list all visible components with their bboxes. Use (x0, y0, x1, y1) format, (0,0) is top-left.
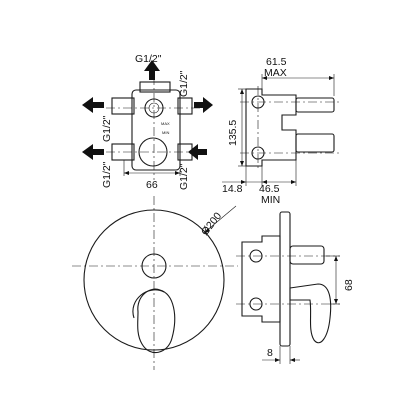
label-left-lower-port: G1/2" (101, 161, 113, 188)
arrow-up-icon (144, 60, 160, 80)
dim-bottom (222, 160, 297, 186)
diameter-arrow (203, 228, 210, 234)
dim-depth-max-value: 61.5 (266, 56, 287, 68)
dim-width (123, 160, 181, 176)
dim-offset-value: 14.8 (222, 183, 243, 195)
assembly-lever (289, 283, 332, 344)
dim-spacing-value: 68 (343, 279, 355, 291)
label-right-bottom-port: G1/2" (178, 163, 190, 190)
dim-depth-max (261, 74, 335, 96)
right-pipe-upper (177, 97, 193, 115)
label-left-upper-port: G1/2" (101, 115, 113, 142)
dim-spacing (326, 255, 340, 305)
dim-plate-thickness (262, 346, 300, 364)
label-top-port: G1/2" (135, 53, 162, 65)
arrow-right-lower-icon (188, 144, 207, 160)
dim-plate-thickness-value: 8 (267, 347, 273, 359)
assembly-knob (289, 245, 325, 265)
dim-depth-min-label: MIN (261, 194, 280, 206)
cartridge-circle (138, 137, 168, 167)
lever-handle-edge (132, 289, 165, 319)
lever-handle (137, 288, 176, 354)
left-pipe-upper (111, 97, 135, 115)
valve-top-stub (139, 81, 171, 93)
assembly-view: 68 8 (236, 211, 355, 364)
side-lower-spindle (295, 133, 335, 153)
arrow-left-upper-icon (82, 97, 104, 113)
side-body (245, 88, 297, 167)
assembly-body (241, 235, 281, 323)
label-right-top-port: G1/2" (178, 70, 190, 97)
dim-width-value: 66 (146, 179, 158, 191)
plate-view: Ø200 (72, 196, 238, 370)
dim-diameter-value: Ø200 (199, 210, 224, 238)
valve-body (131, 89, 181, 171)
diverter-knob (141, 253, 167, 279)
arrow-right-upper-icon (194, 97, 213, 113)
body-mark-max: MAX (161, 121, 170, 126)
arrow-left-lower-icon (82, 144, 104, 160)
front-view: MAX MIN G1/2" G1/2" G1/2" G1/2" G1/2" (82, 53, 213, 191)
dim-height (238, 88, 250, 167)
dim-depth-max-label: MAX (264, 67, 287, 79)
diameter-leader (204, 205, 237, 233)
side-view: 61.5 MAX 135.5 14.8 46.5 MIN (222, 56, 340, 206)
dim-depth-min-value: 46.5 (259, 183, 280, 195)
body-mark-min: MIN (162, 130, 169, 135)
dim-height-value: 135.5 (227, 120, 239, 146)
side-upper-spindle (295, 97, 335, 113)
assembly-plate (279, 211, 291, 347)
